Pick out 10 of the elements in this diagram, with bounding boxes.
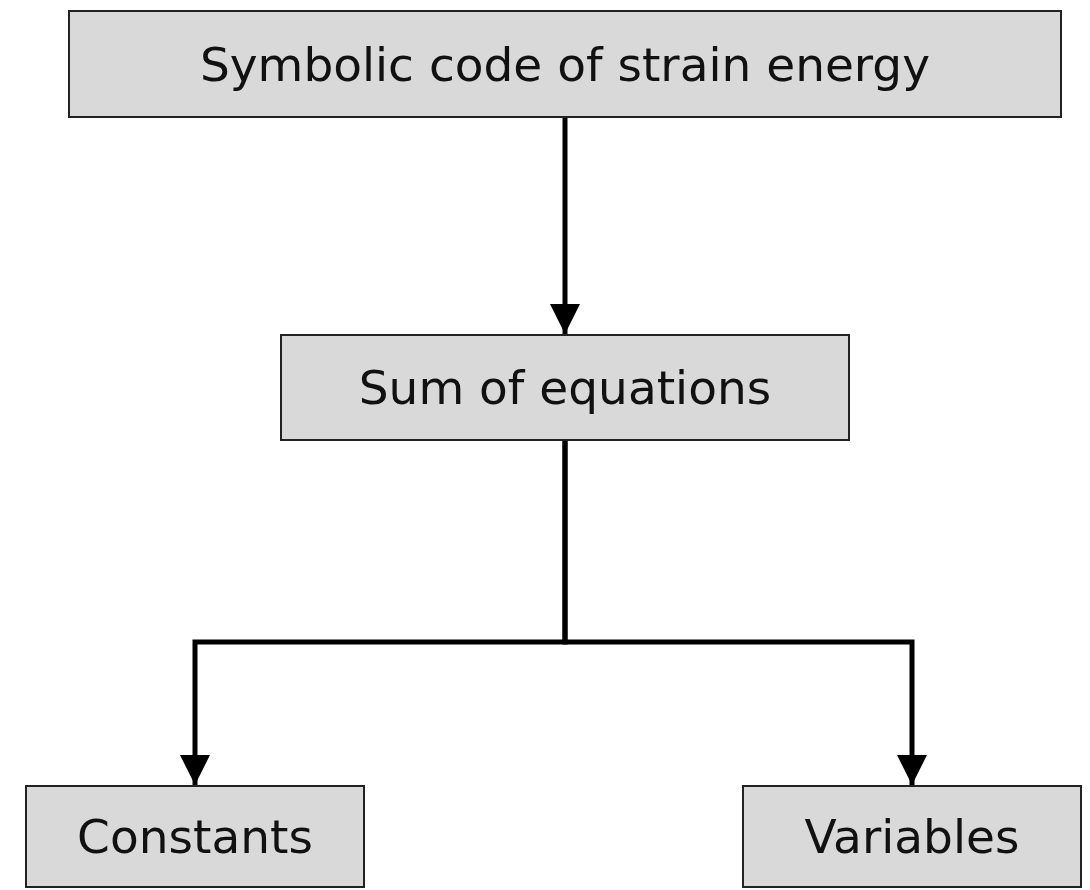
box-label: Constants bbox=[77, 809, 313, 864]
box-label: Sum of equations bbox=[358, 360, 772, 415]
box-label: Symbolic code of strain energy bbox=[199, 36, 930, 92]
process-box bbox=[68, 10, 1062, 118]
process-box bbox=[280, 334, 850, 441]
process-box bbox=[25, 785, 365, 888]
arrow bbox=[562, 441, 927, 785]
arrow bbox=[550, 118, 580, 334]
box-label: Variables bbox=[804, 809, 1020, 864]
process-box bbox=[742, 785, 1082, 888]
